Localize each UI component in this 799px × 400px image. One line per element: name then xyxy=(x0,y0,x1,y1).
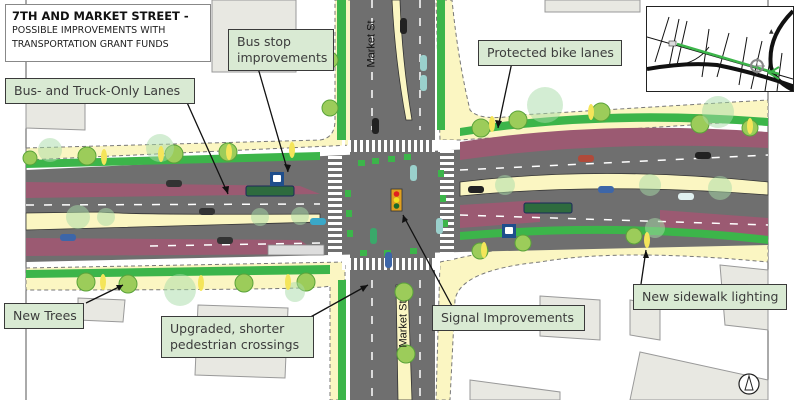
crosswalks xyxy=(328,140,454,270)
callout-new-trees: New Trees xyxy=(4,303,84,329)
street-lights xyxy=(100,104,753,291)
callout-pedestrian-crossings: Upgraded, shorter pedestrian crossings xyxy=(161,316,314,358)
callout-bus-truck-lanes-text: Bus- and Truck-Only Lanes xyxy=(14,83,181,98)
callout-bus-truck-lanes: Bus- and Truck-Only Lanes xyxy=(5,78,195,104)
lane-markings xyxy=(25,0,769,400)
street-label-market-south: Market St xyxy=(397,300,410,348)
callout-new-sidewalk-lighting-text: New sidewalk lighting xyxy=(642,289,779,304)
title-box: 7TH AND MARKET STREET - POSSIBLE IMPROVE… xyxy=(5,4,211,62)
callout-pedestrian-line-1: Upgraded, shorter xyxy=(170,321,285,336)
inset-bus-icon xyxy=(668,40,677,47)
leader-lines xyxy=(85,61,647,325)
inset-north-icon: ▲ xyxy=(769,28,774,35)
location-target-icon xyxy=(749,58,765,74)
title-line-3: TRANSPORTATION GRANT FUNDS xyxy=(12,39,169,50)
title-main: 7TH AND MARKET STREET - xyxy=(12,9,189,23)
callout-signal-improvements: Signal Improvements xyxy=(432,305,585,331)
leader-arrowheads xyxy=(116,120,649,292)
callout-new-trees-text: New Trees xyxy=(13,308,77,323)
callout-bus-stop-line-2: improvements xyxy=(237,50,328,65)
callout-protected-bike-lanes: Protected bike lanes xyxy=(478,40,622,66)
title-line-2: POSSIBLE IMPROVEMENTS WITH xyxy=(12,25,166,36)
inset-map-graphic: ▲ xyxy=(647,9,793,91)
bus-icon xyxy=(270,172,516,238)
callout-protected-bike-lanes-text: Protected bike lanes xyxy=(487,45,614,60)
callout-new-sidewalk-lighting: New sidewalk lighting xyxy=(633,284,787,310)
traffic-light-icon xyxy=(390,188,403,212)
callout-bus-stop-line-1: Bus stop xyxy=(237,34,291,49)
street-label-market-north: Market St xyxy=(365,20,378,68)
north-arrow-icon xyxy=(738,373,760,395)
callout-bus-stop-improvements: Bus stop improvements xyxy=(228,29,334,71)
callout-signal-improvements-text: Signal Improvements xyxy=(441,310,574,325)
callout-pedestrian-line-2: pedestrian crossings xyxy=(170,337,300,352)
inset-locator-map: ▲ xyxy=(646,6,794,92)
